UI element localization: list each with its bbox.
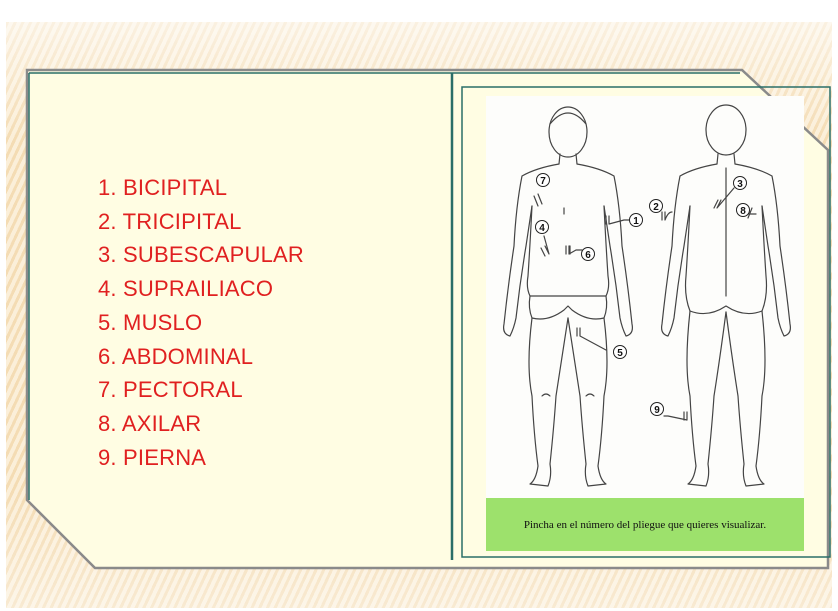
- marker-3-button[interactable]: 3: [734, 177, 747, 191]
- list-item: 5. MUSLO: [98, 306, 304, 340]
- marker-label: 9: [654, 405, 660, 416]
- list-item: 6. ABDOMINAL: [98, 340, 304, 374]
- list-item: 9. PIERNA: [98, 441, 304, 475]
- skinfold-list: 1. BICIPITAL 2. TRICIPITAL 3. SUBESCAPUL…: [98, 171, 304, 474]
- marker-label: 2: [653, 202, 659, 213]
- marker-label: 7: [540, 176, 546, 187]
- marker-label: 5: [617, 348, 623, 359]
- marker-label: 3: [737, 179, 743, 190]
- list-item: 3. SUBESCAPULAR: [98, 238, 304, 272]
- marker-label: 4: [539, 223, 545, 234]
- list-item: 2. TRICIPITAL: [98, 205, 304, 239]
- marker-label: 1: [633, 216, 639, 227]
- marker-8-button[interactable]: 8: [737, 204, 750, 218]
- marker-2-button[interactable]: 2: [650, 200, 663, 214]
- marker-6-button[interactable]: 6: [582, 248, 595, 262]
- list-item: 7. PECTORAL: [98, 373, 304, 407]
- list-item: 1. BICIPITAL: [98, 171, 304, 205]
- marker-5-button[interactable]: 5: [614, 346, 627, 360]
- marker-label: 6: [585, 250, 591, 261]
- instruction-caption: Pincha en el número del pliegue que quie…: [486, 498, 804, 551]
- marker-7-button[interactable]: 7: [537, 174, 550, 188]
- marker-1-button[interactable]: 1: [630, 214, 643, 228]
- marker-label: 8: [740, 206, 746, 217]
- marker-4-button[interactable]: 4: [536, 221, 549, 235]
- list-item: 4. SUPRAILIACO: [98, 272, 304, 306]
- marker-9-button[interactable]: 9: [651, 403, 664, 417]
- list-item: 8. AXILAR: [98, 407, 304, 441]
- body-diagram: 1 2 3 4 5 6 7 8 9: [486, 96, 804, 498]
